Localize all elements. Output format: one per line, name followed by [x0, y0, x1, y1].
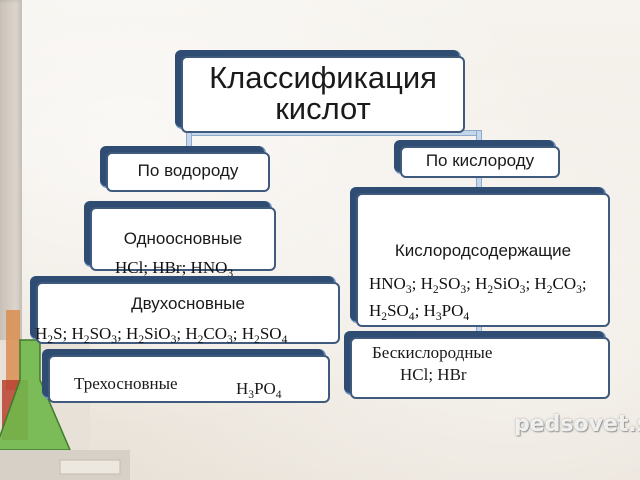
group-dibasic: Двухосновные: [36, 282, 340, 344]
group-monobasic: Одноосновные: [90, 207, 276, 271]
group-oxygen-free: Бескислородные HCl; HBr: [350, 337, 610, 399]
group-oxygen-containing-examples-line1: HNO3; H2SO3; H2SiO3; H2CO3;: [369, 274, 587, 297]
group-dibasic-label: Двухосновные: [131, 294, 245, 313]
group-monobasic-examples: HCl; HBr; HNO3: [115, 258, 234, 281]
category-by-hydrogen: По водороду: [106, 152, 270, 192]
group-dibasic-examples: H2S; H2SO3; H2SiO3; H2CO3; H2SO4: [35, 324, 288, 347]
group-tribasic: Трехосновные H3PO4: [48, 355, 330, 403]
connector-left-vertical: [186, 130, 192, 154]
group-oxygen-containing: Кислородсодержащие: [356, 193, 610, 327]
group-oxygen-free-examples: HCl; HBr: [400, 365, 467, 384]
group-oxygen-free-label: Бескислородные: [372, 343, 493, 362]
category-by-oxygen: По кислороду: [400, 146, 560, 178]
group-monobasic-label: Одноосновные: [123, 229, 243, 248]
flask-illustration: [0, 310, 130, 480]
group-oxygen-containing-label: Кислородсодержащие: [394, 241, 572, 260]
category-by-hydrogen-label: По водороду: [137, 161, 239, 180]
group-tribasic-label: Трехосновные: [74, 374, 178, 393]
category-by-oxygen-label: По кислороду: [425, 151, 535, 170]
group-oxygen-containing-examples-line2: H2SO4; H3PO4: [369, 301, 470, 324]
group-tribasic-examples: H3PO4: [236, 379, 282, 402]
watermark: pedsovet.su: [514, 412, 640, 437]
